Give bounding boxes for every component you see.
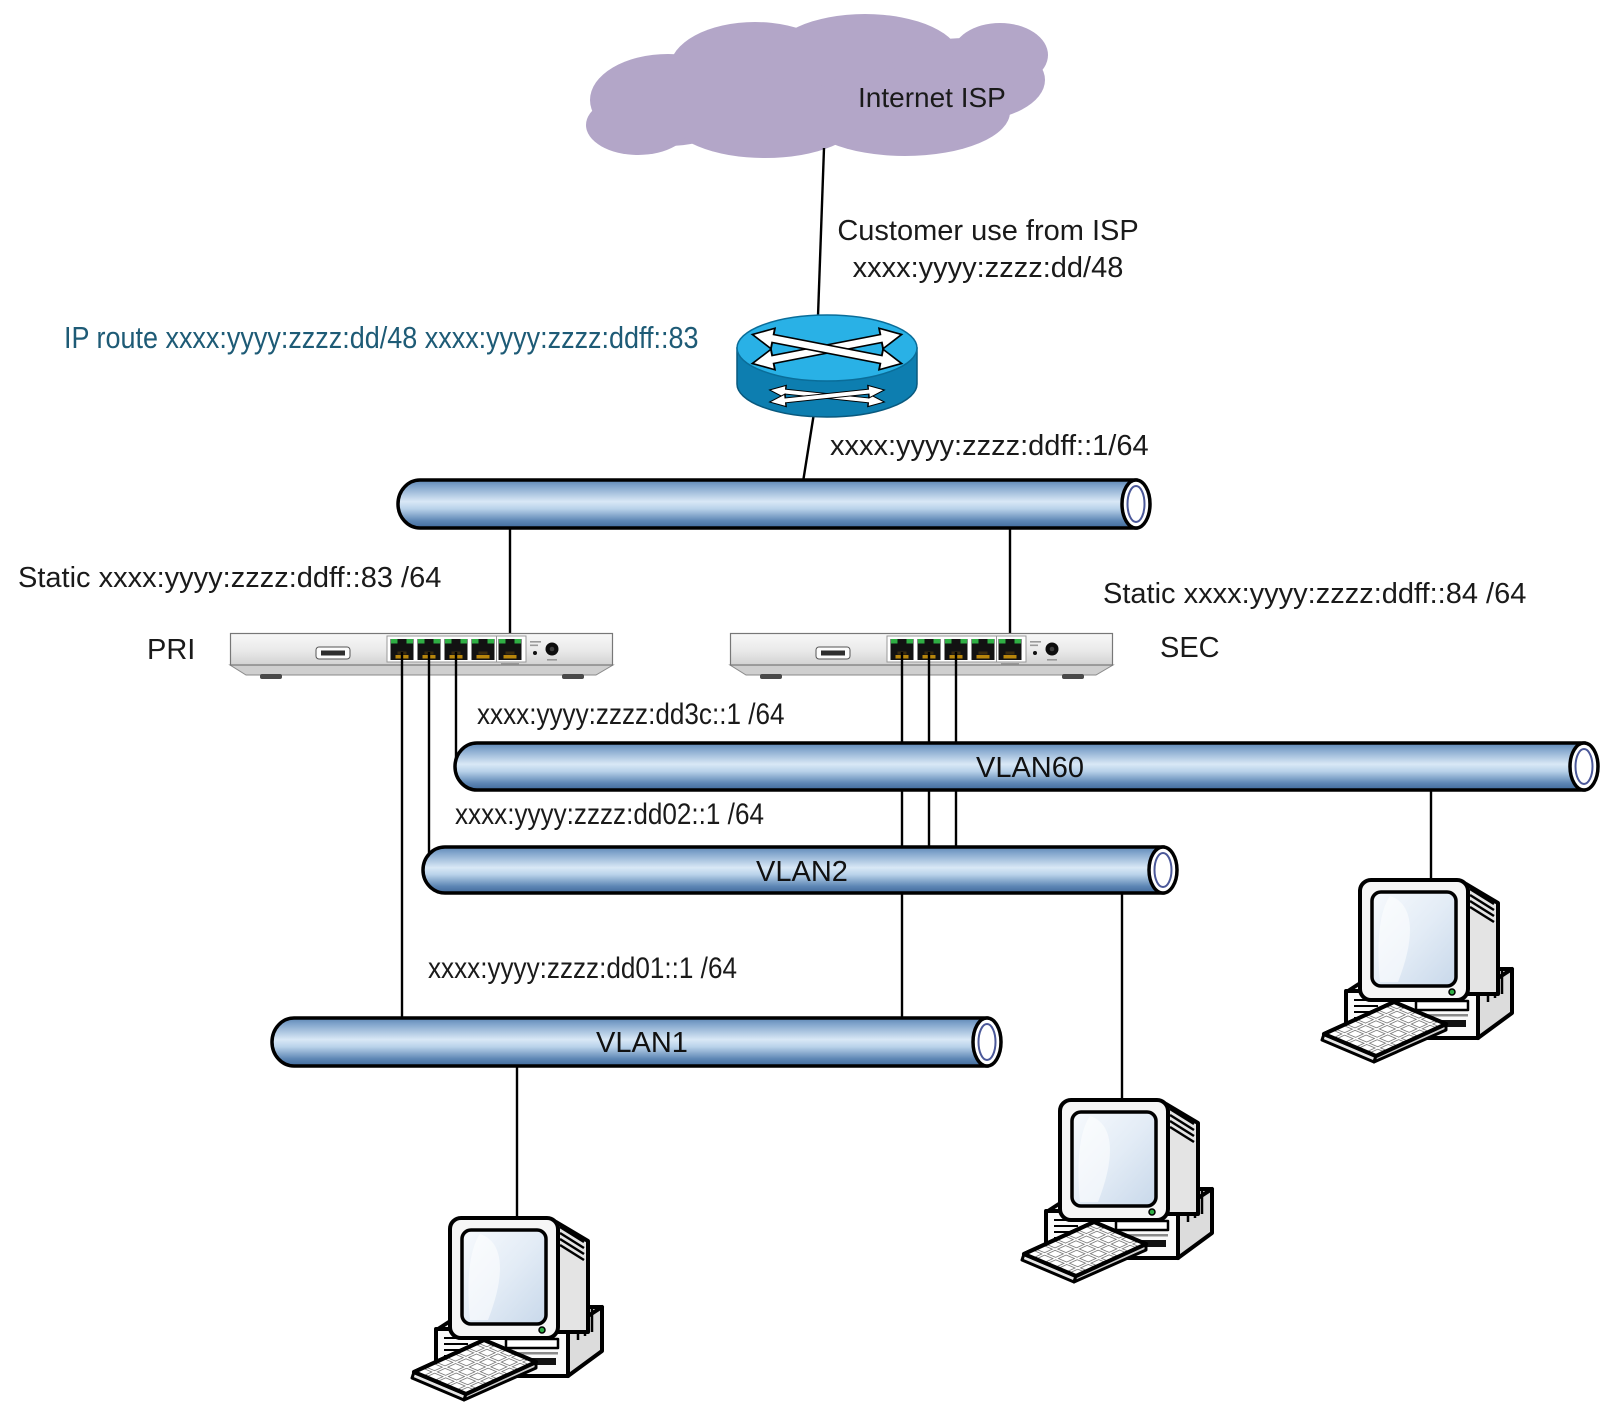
uplink-lines — [508, 147, 1012, 644]
sec-static-label: Static xxxx:yyyy:zzzz:ddff::84 /64 — [1103, 578, 1527, 610]
isp-allocation-label: Customer use from ISP xxxx:yyyy:zzzz:dd/… — [828, 213, 1148, 287]
isp-allocation-line1: Customer use from ISP — [837, 215, 1139, 247]
vlan60-gateway-label: xxxx:yyyy:zzzz:dd3c::1 /64 — [477, 698, 785, 731]
link-cloud-router — [816, 147, 826, 317]
vlan2-gateway-label: xxxx:yyyy:zzzz:dd02::1 /64 — [455, 798, 764, 831]
switch-pri-icon — [230, 634, 613, 680]
vlan2-label: VLAN2 — [756, 856, 848, 888]
pc-vlan60-icon — [1320, 878, 1514, 1064]
vlan1-segment — [270, 1016, 1003, 1068]
isp-allocation-line2: xxxx:yyyy:zzzz:dd/48 — [852, 252, 1124, 284]
vlan2-segment — [421, 845, 1179, 895]
access-lines — [400, 652, 1433, 1230]
vlan1-label: VLAN1 — [596, 1027, 688, 1059]
switch-sec-label: SEC — [1160, 632, 1220, 664]
ip-route-label: IP route xxxx:yyyy:zzzz:dd/48 xxxx:yyyy:… — [64, 320, 699, 355]
vlan60-segment — [453, 741, 1600, 792]
internet-isp-label: Internet ISP — [858, 82, 1006, 113]
vlan60-label: VLAN60 — [975, 752, 1085, 784]
switch-pri-label: PRI — [147, 634, 196, 666]
pc-vlan2-icon — [1020, 1098, 1214, 1284]
vlan1-gateway-label: xxxx:yyyy:zzzz:dd01::1 /64 — [428, 952, 737, 985]
backbone-segment — [396, 478, 1152, 530]
pc-vlan1-icon — [410, 1216, 604, 1402]
internet-cloud-icon — [586, 14, 1048, 158]
link-router-backbone — [801, 412, 816, 483]
switch-sec-icon — [730, 634, 1113, 680]
router-interface-label: xxxx:yyyy:zzzz:ddff::1/64 — [830, 430, 1149, 462]
router-icon — [736, 314, 918, 418]
pri-static-label: Static xxxx:yyyy:zzzz:ddff::83 /64 — [18, 562, 442, 594]
